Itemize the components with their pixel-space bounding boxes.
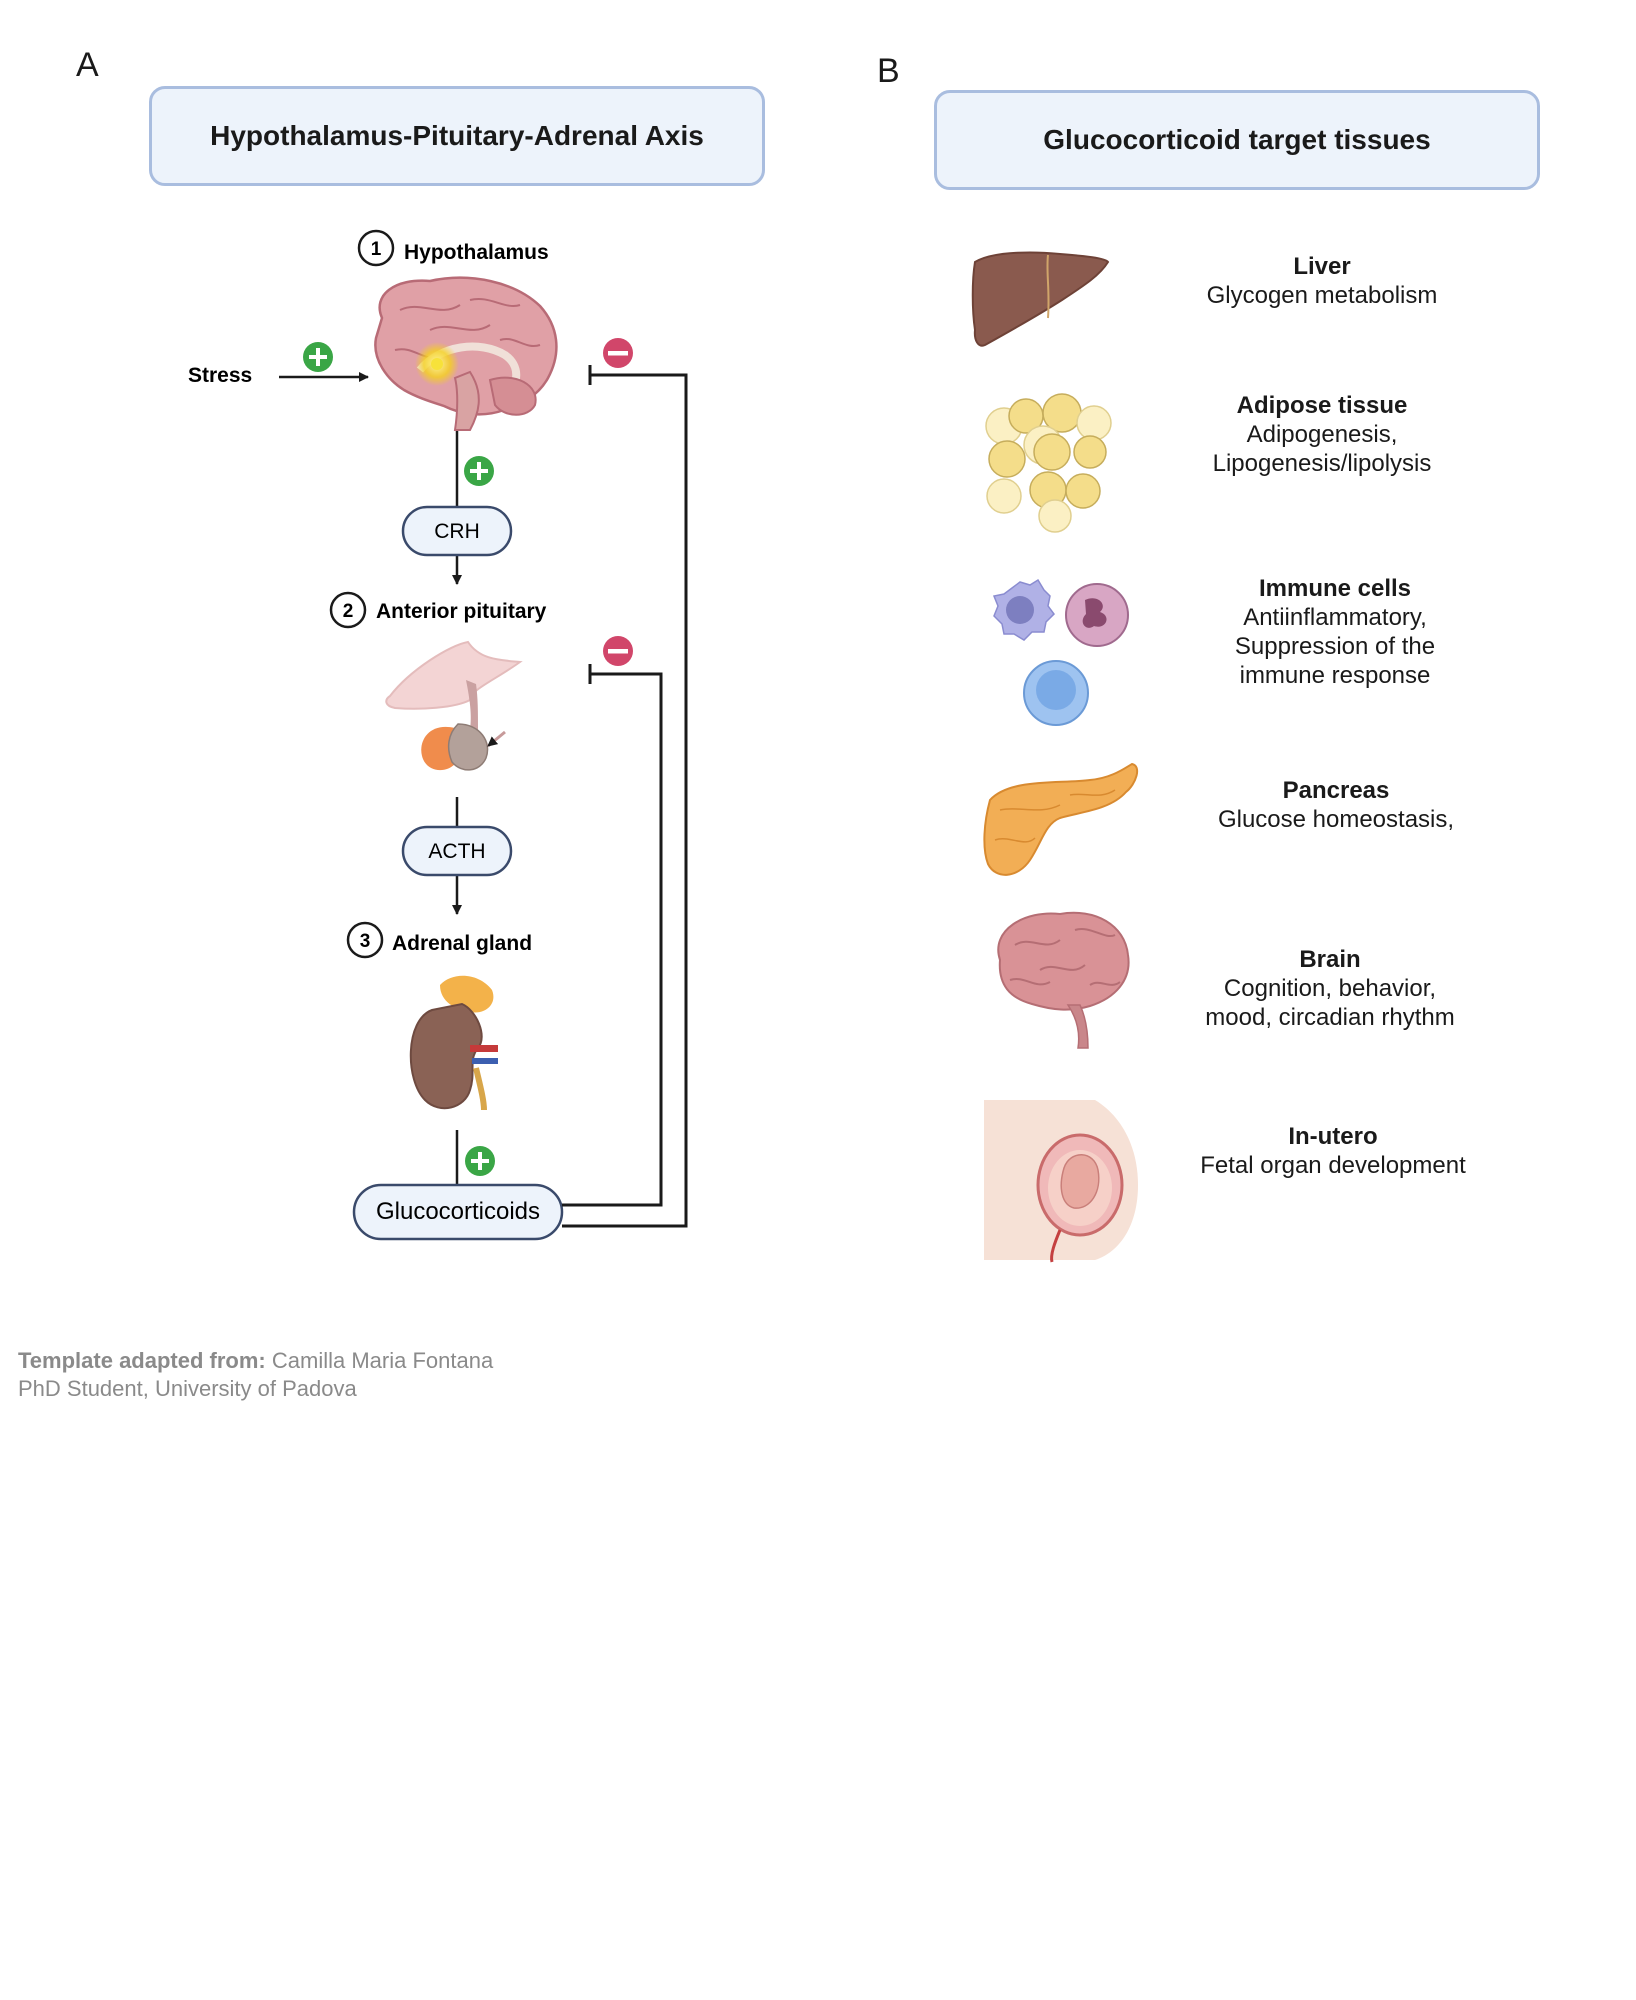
feedback-line-pituitary <box>562 672 663 1207</box>
tissue-liver: Liver Glycogen metabolism <box>1162 252 1482 310</box>
plus-sign-stress <box>303 342 333 372</box>
hpa-axis-title: Hypothalamus-Pituitary-Adrenal Axis <box>210 120 704 151</box>
pituitary-gland-icon <box>385 640 523 771</box>
step-adrenal-gland: 3 Adrenal gland <box>346 921 532 959</box>
tissue-description: Fetal organ development <box>1200 1152 1466 1179</box>
tissue-brain: Brain Cognition, behavior, mood, circadi… <box>1170 945 1490 1032</box>
feedback-line-hypothalamus <box>562 373 688 1228</box>
step-2-label: Anterior pituitary <box>376 600 547 623</box>
stress-label: Stress <box>188 364 252 387</box>
plus-sign-glucocorticoids <box>465 1146 495 1176</box>
minus-sign-hypothalamus <box>603 338 633 368</box>
plus-sign-crh <box>464 456 494 486</box>
minus-sign-pituitary <box>603 636 633 666</box>
tissue-name: Brain <box>1299 946 1361 973</box>
tissue-description: Cognition, behavior, mood, circadian rhy… <box>1205 975 1455 1031</box>
target-tissues-title-box: Glucocorticoid target tissues <box>934 90 1540 190</box>
step-3-number: 3 <box>360 931 371 952</box>
fetus-in-utero-icon <box>984 1100 1138 1263</box>
step-3-label: Adrenal gland <box>392 932 532 955</box>
tissue-name: Liver <box>1293 253 1351 280</box>
step-anterior-pituitary: 2 Anterior pituitary <box>329 591 547 629</box>
tissue-adipose: Adipose tissue Adipogenesis, Lipogenesis… <box>1162 391 1482 478</box>
panel-b-letter: B <box>877 52 900 90</box>
step-hypothalamus: 1 Hypothalamus <box>357 229 549 267</box>
hpa-axis-title-box: Hypothalamus-Pituitary-Adrenal Axis <box>149 86 765 186</box>
tissue-name: Pancreas <box>1282 777 1390 804</box>
liver-icon <box>971 251 1110 347</box>
glucocorticoids-label: Glucocorticoids <box>376 1198 540 1225</box>
tissue-description: Glycogen metabolism <box>1206 282 1438 309</box>
tissue-name: In-utero <box>1288 1123 1378 1150</box>
brain-icon <box>997 911 1130 1049</box>
pancreas-icon <box>983 762 1139 876</box>
tissue-pancreas: Pancreas Glucose homeostasis, <box>1176 776 1496 834</box>
step-1-number: 1 <box>371 239 382 260</box>
template-credit: Template adapted from: Camilla Maria Fon… <box>18 1347 493 1403</box>
tissue-in-utero: In-utero Fetal organ development <box>1173 1122 1493 1180</box>
immune-cells-icon <box>992 578 1129 726</box>
step-2-number: 2 <box>343 601 354 622</box>
tissue-name: Immune cells <box>1258 575 1412 602</box>
credit-affiliation: PhD Student, University of Padova <box>18 1376 357 1401</box>
tissue-description: Antiinflammatory, Suppression of the imm… <box>1234 604 1436 689</box>
tissue-name: Adipose tissue <box>1236 392 1408 419</box>
acth-pill: ACTH <box>401 825 513 877</box>
tissue-description: Adipogenesis, Lipogenesis/lipolysis <box>1212 421 1432 477</box>
crh-pill: CRH <box>401 505 513 557</box>
tissue-immune-cells: Immune cells Antiinflammatory, Suppressi… <box>1175 574 1495 690</box>
adrenal-gland-kidney-icon <box>409 975 498 1111</box>
glucocorticoids-pill: Glucocorticoids <box>352 1183 564 1241</box>
acth-label: ACTH <box>428 840 485 863</box>
step-1-label: Hypothalamus <box>404 241 549 264</box>
crh-label: CRH <box>434 520 480 543</box>
target-tissues-title: Glucocorticoid target tissues <box>1043 124 1431 155</box>
adipose-cells-icon <box>985 393 1112 533</box>
panel-a-letter: A <box>76 46 99 84</box>
hypothalamus-brain-icon <box>374 276 558 431</box>
credit-prefix: Template adapted from: <box>18 1348 266 1373</box>
tissue-description: Glucose homeostasis, <box>1217 806 1455 833</box>
credit-author: Camilla Maria Fontana <box>271 1348 494 1373</box>
